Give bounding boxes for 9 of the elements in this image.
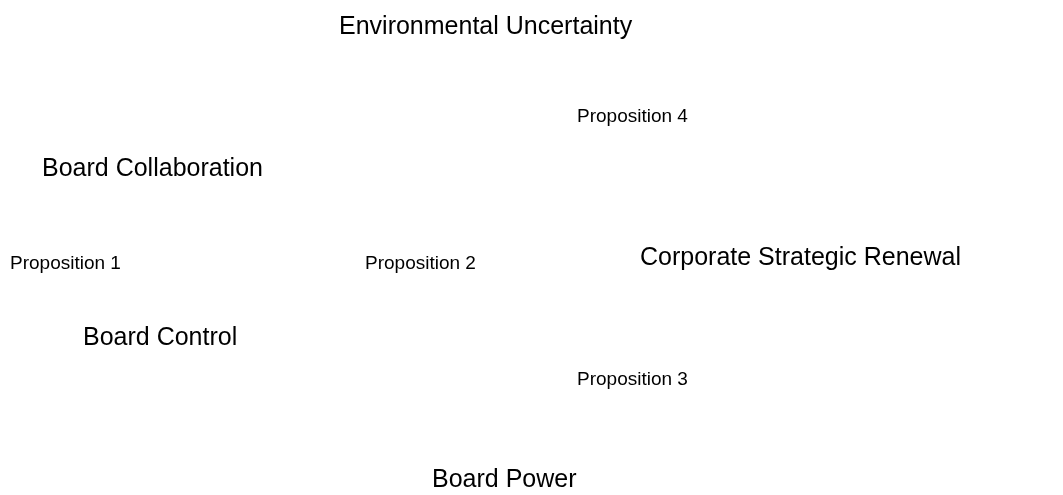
concept-label: Environmental Uncertainty xyxy=(339,10,633,40)
concept-label: Board Power xyxy=(432,463,577,493)
proposition-label: Proposition 2 xyxy=(365,251,476,274)
concept-label: Corporate Strategic Renewal xyxy=(640,241,961,271)
proposition-label: Proposition 3 xyxy=(577,367,688,390)
concept-label: Board Collaboration xyxy=(42,152,263,182)
proposition-label: Proposition 1 xyxy=(10,251,121,274)
proposition-label: Proposition 4 xyxy=(577,104,688,127)
concept-label: Board Control xyxy=(83,321,238,351)
